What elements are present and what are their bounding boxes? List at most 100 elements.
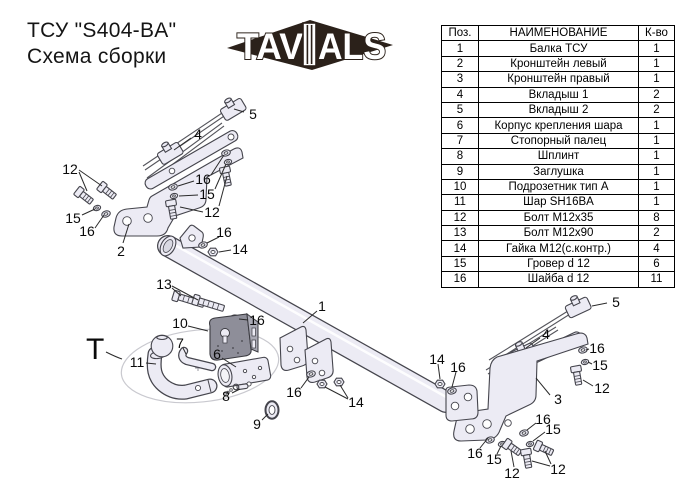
callout-15: 15 [545, 421, 561, 437]
name-cell: Кронштейн правый [478, 71, 639, 88]
callout-2: 2 [117, 243, 125, 259]
pos-cell: 1 [441, 40, 479, 57]
callout-16: 16 [467, 445, 483, 461]
pos-cell: 2 [441, 55, 479, 73]
callout-16: 16 [216, 224, 232, 240]
leader-line [171, 285, 199, 301]
ball-mount [146, 334, 218, 400]
pos-cell: 3 [441, 71, 479, 88]
callout-8: 8 [222, 388, 230, 404]
leader-line [437, 363, 441, 380]
callout-16: 16 [589, 340, 605, 356]
leader-line [300, 376, 310, 389]
qty-cell: 1 [638, 71, 675, 88]
name-cell: Гайка М12(с.контр.) [478, 240, 639, 257]
leader-line [587, 361, 593, 365]
leader-line [218, 249, 232, 253]
callout-7: 7 [176, 335, 184, 351]
qty-cell: 1 [638, 148, 675, 165]
page-title-line1: ТСУ "S404-BA" [27, 19, 177, 42]
lock-nut [333, 377, 345, 387]
name-cell: Болт М12х35 [478, 209, 639, 227]
insert-plate-5-left [216, 92, 248, 122]
leader-line [526, 422, 537, 431]
left-bracket-assembly [72, 92, 248, 237]
leader-line [496, 445, 502, 455]
col-header-qty: К-во [638, 24, 675, 42]
callout-4: 4 [542, 326, 550, 342]
callout-12: 12 [504, 465, 520, 481]
leader-line [210, 154, 225, 176]
leader-line [145, 362, 157, 365]
detail-label-group: T [86, 333, 123, 366]
cap-plug [264, 400, 280, 420]
pos-cell: 12 [441, 209, 479, 227]
name-cell: Вкладыш 2 [478, 101, 639, 119]
callout-16: 16 [450, 359, 466, 375]
lock-nut [207, 247, 219, 257]
callout-16: 16 [535, 411, 551, 427]
pos-cell: 9 [441, 163, 479, 180]
qty-cell: 2 [638, 225, 675, 242]
callout-15: 15 [65, 210, 81, 226]
name-cell: Подрозетник тип А [478, 178, 639, 196]
detail-ellipse [120, 328, 280, 404]
pos-cell: 5 [441, 101, 479, 119]
qty-cell: 1 [638, 163, 675, 180]
leader-line [218, 175, 228, 207]
callout-5: 5 [612, 294, 620, 310]
leader-line [451, 371, 457, 388]
cotter-pin [223, 383, 249, 396]
leader-line [324, 386, 349, 400]
callout-12: 12 [204, 204, 220, 220]
grover-washer [92, 203, 102, 213]
name-cell: Вкладыш 1 [478, 86, 639, 103]
callout-16: 16 [79, 223, 95, 239]
callout-16: 16 [249, 312, 265, 328]
callout-12: 12 [550, 461, 566, 477]
grover-washer [580, 358, 590, 366]
right-bracket-assembly [453, 290, 593, 470]
callout-16: 16 [195, 171, 211, 187]
leader-line [187, 325, 209, 332]
leader-line [78, 171, 88, 192]
leader-line [177, 180, 195, 187]
qty-cell: 1 [638, 117, 675, 134]
leader-line [479, 437, 489, 449]
logo-text-left: TAV [237, 26, 303, 67]
leader-line [182, 347, 187, 355]
callout-14: 14 [232, 241, 248, 257]
qty-cell: 1 [638, 55, 675, 73]
callout-13: 13 [156, 276, 172, 292]
leader-line [206, 236, 220, 244]
leader-line [122, 223, 130, 244]
leader-line [585, 348, 590, 351]
leader-line [214, 163, 227, 190]
pos-cell: 14 [441, 240, 479, 257]
pos-cell: 4 [441, 86, 479, 103]
pos-cell: 8 [441, 148, 479, 165]
callout-5: 5 [249, 106, 257, 122]
qty-cell: 1 [638, 194, 675, 211]
leader-line [231, 388, 241, 394]
logo: TAV ALS [227, 20, 393, 70]
bolt-m12x35 [569, 364, 585, 387]
qty-cell: 6 [638, 255, 675, 273]
pos-cell: 10 [441, 178, 479, 196]
leader-line [535, 377, 551, 396]
logo-striped-i [302, 22, 317, 67]
pos-cell: 6 [441, 117, 479, 134]
qty-cell: 1 [638, 40, 675, 57]
